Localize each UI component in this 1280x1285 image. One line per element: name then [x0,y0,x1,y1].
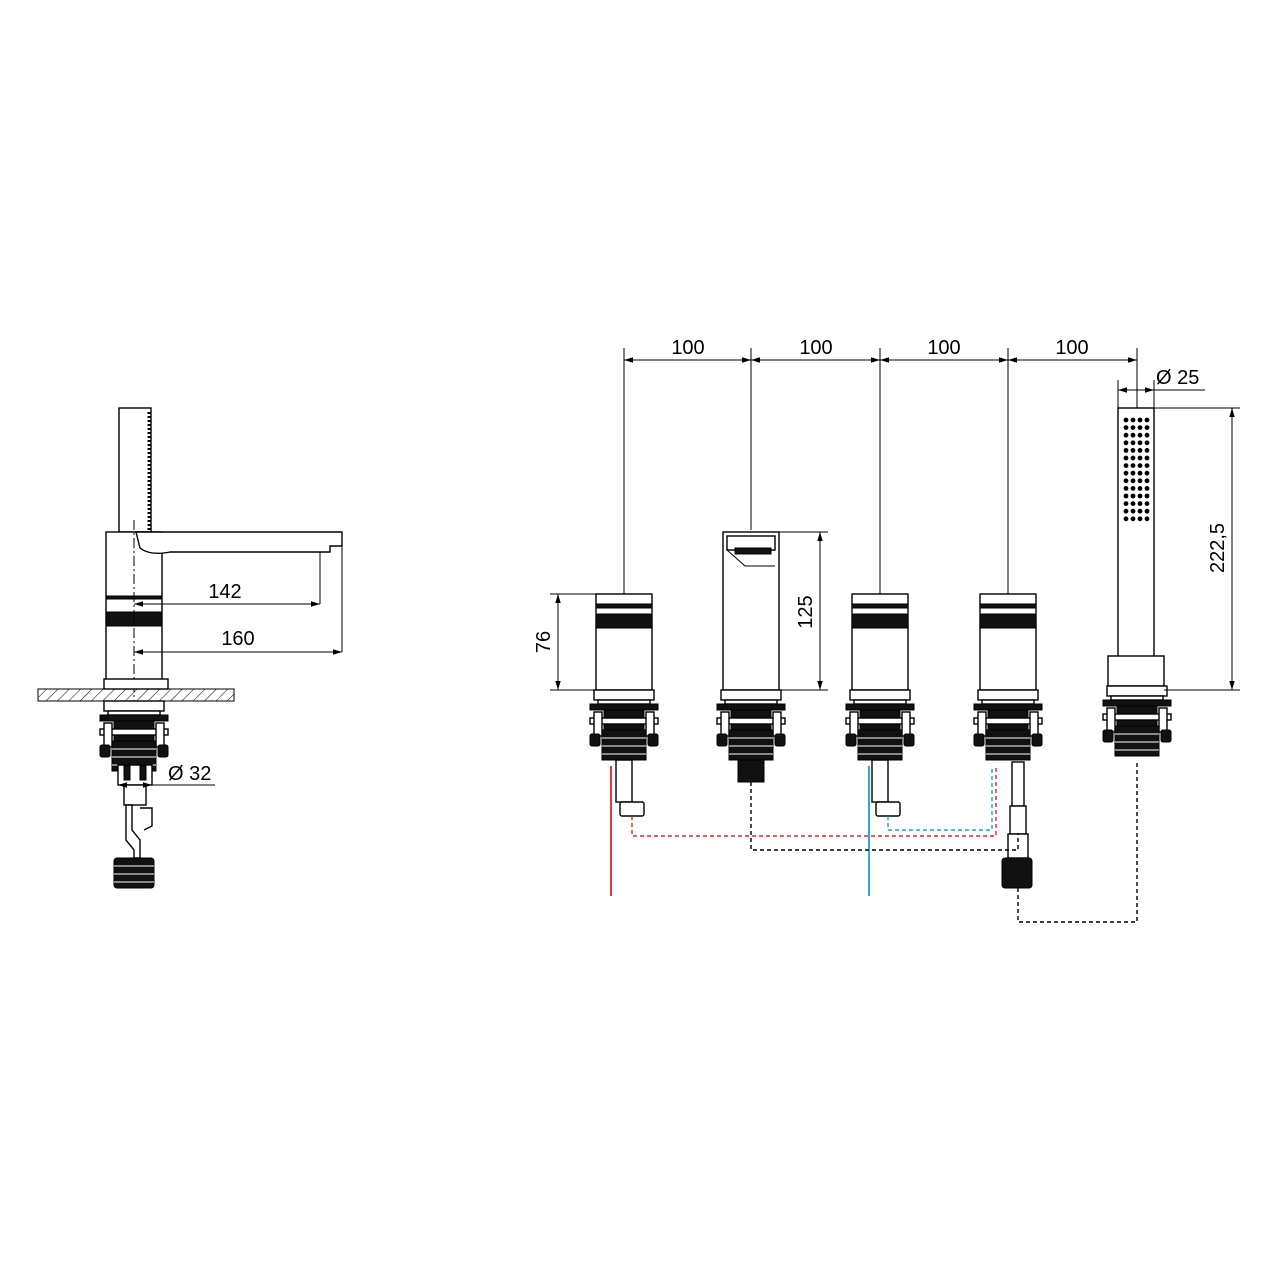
dim-spacing-2: 100 [799,337,832,359]
spray-hole [1137,455,1143,461]
dim-125-label: 125 [795,595,817,628]
hot-valve [595,593,653,691]
spray-hole [1144,440,1150,446]
spout-front [722,531,780,691]
spray-hole [1123,486,1129,491]
deck-hatch [37,688,235,702]
spray-hole [1130,463,1136,468]
spray-hole [1144,501,1150,506]
spray-hole [1130,478,1136,484]
spray-hole [1137,470,1143,476]
spray-hole [1144,455,1150,461]
dim-spacing-4: 100 [1055,337,1088,359]
spray-hole [1137,432,1143,438]
spray-hole [1137,440,1143,446]
spray-hole [1137,508,1143,514]
spray-hole [1123,463,1129,468]
spray-hole [1123,501,1129,506]
spray-hole [1130,417,1136,423]
spray-hole [1144,493,1150,499]
spray-hole [1144,432,1150,438]
spray-hole [1130,493,1136,499]
spout-side [135,531,343,555]
dim-d32-label: Ø 32 [168,763,211,785]
spray-hole [1130,516,1136,522]
spray-hole [1137,425,1143,430]
spray-hole [1144,463,1150,468]
hot-connection [631,766,997,837]
dim-222-label: 222,5 [1207,523,1229,573]
spray-hole [1123,448,1129,453]
diverter-valve [979,593,1037,691]
spray-hole [1137,501,1143,506]
handshower-connection [1017,760,1138,923]
spray-hole [1144,486,1150,491]
spray-hole [1137,516,1143,522]
dim-spacing-3: 100 [927,337,960,359]
spray-hole [1144,478,1150,484]
spray-hole [1137,448,1143,453]
spray-hole [1130,425,1136,430]
spout-connection [750,782,1019,851]
spray-hole [1123,432,1129,438]
spray-hole [1123,478,1129,484]
spray-hole [1144,516,1150,522]
dim-160-label: 160 [221,628,254,650]
dim-76-label: 76 [533,631,555,653]
dim-spacing-1: 100 [671,337,704,359]
spray-hole [1137,493,1143,499]
spray-hole [1144,470,1150,476]
cold-connection [887,766,993,831]
spray-hole [1130,508,1136,514]
handshower-side [118,407,152,533]
spray-hole [1137,417,1143,423]
spray-hole [1144,417,1150,423]
spray-hole [1137,486,1143,491]
spray-hole [1130,448,1136,453]
spray-hole [1123,440,1129,446]
spray-hole [1130,501,1136,506]
spray-hole [1144,425,1150,430]
spray-hole [1137,478,1143,484]
dim-d25-label: Ø 25 [1156,367,1199,389]
cold-valve [851,593,909,691]
spray-hole [1123,470,1129,476]
spray-hole [1137,463,1143,468]
spray-hole [1123,417,1129,423]
spray-hole [1123,516,1129,522]
front-view: 100 100 100 100 [533,337,1240,923]
spray-hole [1130,440,1136,446]
spray-hole [1123,508,1129,514]
spray-hole [1123,425,1129,430]
spray-hole [1123,455,1129,461]
spray-hole [1144,508,1150,514]
side-view: 142 160 Ø 32 [37,407,343,889]
handshower-front [1107,407,1165,687]
spray-hole [1123,493,1129,499]
spray-hole [1130,432,1136,438]
dim-142-label: 142 [208,581,241,603]
spray-hole [1130,455,1136,461]
spray-hole [1130,486,1136,491]
spray-hole [1130,470,1136,476]
spray-hole [1144,448,1150,453]
